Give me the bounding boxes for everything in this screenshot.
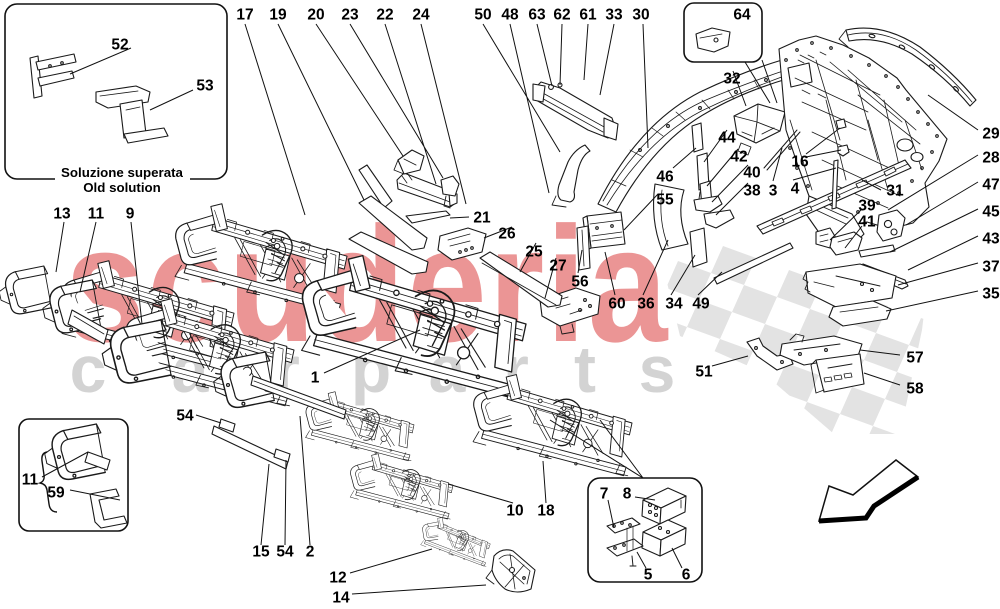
svg-text:c: c (70, 332, 107, 406)
svg-text:21: 21 (473, 210, 491, 227)
svg-text:p: p (351, 332, 391, 406)
svg-text:s: s (639, 332, 676, 406)
svg-text:62: 62 (553, 7, 570, 24)
svg-text:4: 4 (791, 181, 800, 198)
svg-text:38: 38 (743, 183, 761, 200)
svg-text:37: 37 (982, 259, 999, 276)
svg-text:26: 26 (498, 226, 516, 243)
svg-text:36: 36 (637, 296, 655, 313)
svg-text:49: 49 (692, 296, 710, 313)
svg-text:58: 58 (906, 381, 924, 398)
svg-text:59: 59 (47, 485, 65, 502)
svg-text:33: 33 (605, 7, 623, 24)
svg-text:19: 19 (269, 7, 287, 24)
svg-text:54: 54 (176, 408, 194, 425)
svg-text:23: 23 (341, 7, 359, 24)
svg-text:30: 30 (632, 7, 649, 24)
svg-text:22: 22 (376, 7, 393, 24)
svg-text:50: 50 (474, 7, 491, 24)
svg-text:31: 31 (886, 183, 904, 200)
svg-text:14: 14 (332, 590, 350, 607)
svg-text:55: 55 (656, 192, 674, 209)
svg-text:61: 61 (579, 7, 597, 24)
svg-text:32: 32 (723, 71, 740, 88)
svg-text:51: 51 (695, 364, 713, 381)
svg-text:10: 10 (506, 503, 523, 520)
svg-text:3: 3 (769, 183, 778, 200)
svg-text:13: 13 (53, 206, 71, 223)
svg-text:9: 9 (126, 206, 135, 223)
svg-text:2: 2 (306, 544, 315, 561)
svg-text:41: 41 (858, 214, 876, 231)
svg-text:35: 35 (982, 286, 1000, 303)
svg-text:48: 48 (501, 7, 519, 24)
svg-text:11: 11 (88, 206, 105, 223)
svg-text:27: 27 (549, 258, 566, 275)
svg-text:46: 46 (656, 169, 674, 186)
svg-text:34: 34 (665, 296, 683, 313)
svg-text:20: 20 (307, 7, 324, 24)
svg-text:47: 47 (982, 177, 999, 194)
svg-text:25: 25 (525, 244, 543, 261)
svg-text:Old solution: Old solution (83, 180, 161, 195)
svg-text:40: 40 (743, 165, 760, 182)
svg-text:12: 12 (329, 570, 346, 587)
svg-text:57: 57 (906, 350, 923, 367)
svg-text:45: 45 (982, 204, 1000, 221)
svg-text:53: 53 (196, 78, 214, 95)
svg-text:1: 1 (311, 370, 320, 387)
svg-text:28: 28 (982, 150, 1000, 167)
svg-text:64: 64 (733, 7, 751, 24)
svg-text:60: 60 (608, 296, 625, 313)
svg-text:29: 29 (982, 126, 1000, 143)
svg-text:54: 54 (276, 544, 294, 561)
svg-text:16: 16 (791, 154, 809, 171)
svg-text:63: 63 (528, 7, 546, 24)
svg-text:43: 43 (982, 231, 1000, 248)
svg-text:Soluzione superata: Soluzione superata (61, 165, 184, 180)
svg-text:7: 7 (600, 486, 609, 503)
svg-text:6: 6 (682, 567, 691, 584)
svg-text:44: 44 (718, 130, 736, 147)
svg-text:15: 15 (252, 544, 270, 561)
svg-text:17: 17 (236, 7, 253, 24)
svg-text:5: 5 (644, 567, 653, 584)
svg-text:t: t (574, 332, 596, 406)
svg-text:39: 39 (858, 198, 876, 215)
svg-text:42: 42 (730, 149, 747, 166)
svg-text:8: 8 (623, 486, 632, 503)
svg-text:56: 56 (571, 274, 589, 291)
svg-text:24: 24 (412, 7, 430, 24)
svg-text:18: 18 (537, 503, 555, 520)
svg-text:11: 11 (22, 472, 39, 489)
svg-text:52: 52 (111, 37, 128, 54)
